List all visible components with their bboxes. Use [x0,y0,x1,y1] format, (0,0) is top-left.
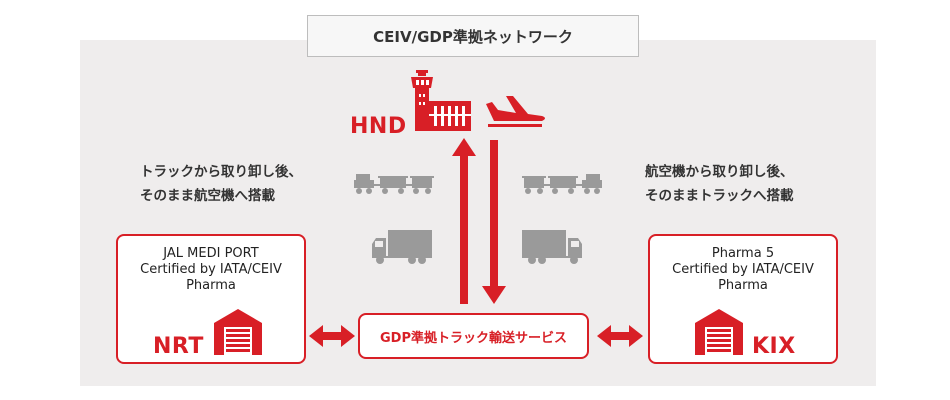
facility-cert-suffix-kix: Pharma [718,278,768,293]
warehouse-icon-kix [695,309,743,355]
left-note: トラックから取り卸し後、 そのまま航空機へ搭載 [140,160,302,208]
facility-cert-kix: Certified by IATA/CEIV [672,262,814,277]
right-note-line2: そのままトラックへ搭載 [645,188,794,204]
control-tower-icon [411,70,471,131]
facility-name-nrt: JAL MEDI PORT [163,246,259,261]
right-note-line1: 航空機から取り卸し後、 [645,164,794,180]
bidirectional-arrow-icon-left [309,325,355,347]
airport-code-nrt: NRT [153,334,204,359]
facility-card-kix: Pharma 5 Certified by IATA/CEIV Pharma [648,234,838,364]
left-note-line2: そのまま航空機へ搭載 [140,188,275,204]
facility-description-kix: Pharma 5 Certified by IATA/CEIV Pharma [650,246,836,294]
airport-code-kix: KIX [752,334,796,359]
downward-arrow-icon [482,140,506,304]
facility-cert-suffix-nrt: Pharma [186,278,236,293]
hub-code-hnd: HND [350,114,407,139]
bidirectional-arrow-icon-right [597,325,643,347]
left-note-line1: トラックから取り卸し後、 [140,164,302,180]
box-truck-icon-left [372,230,432,264]
facility-description-nrt: JAL MEDI PORT Certified by IATA/CEIV Pha… [118,246,304,294]
box-truck-icon-right [522,230,582,264]
airplane-icon [486,96,545,127]
facility-cert-nrt: Certified by IATA/CEIV [140,262,282,277]
tug-train-icon-left [354,174,434,194]
gdp-truck-service-box: GDP準拠トラック輸送サービス [358,313,589,359]
upward-arrow-icon [452,138,476,304]
right-note: 航空機から取り卸し後、 そのままトラックへ搭載 [645,160,794,208]
diagram-title: CEIV/GDP準拠ネットワーク [307,15,639,57]
service-label: GDP準拠トラック輸送サービス [380,330,567,346]
warehouse-icon-nrt [214,309,262,355]
facility-name-kix: Pharma 5 [711,246,775,261]
facility-card-nrt: JAL MEDI PORT Certified by IATA/CEIV Pha… [116,234,306,364]
tug-train-icon-right [522,174,602,194]
